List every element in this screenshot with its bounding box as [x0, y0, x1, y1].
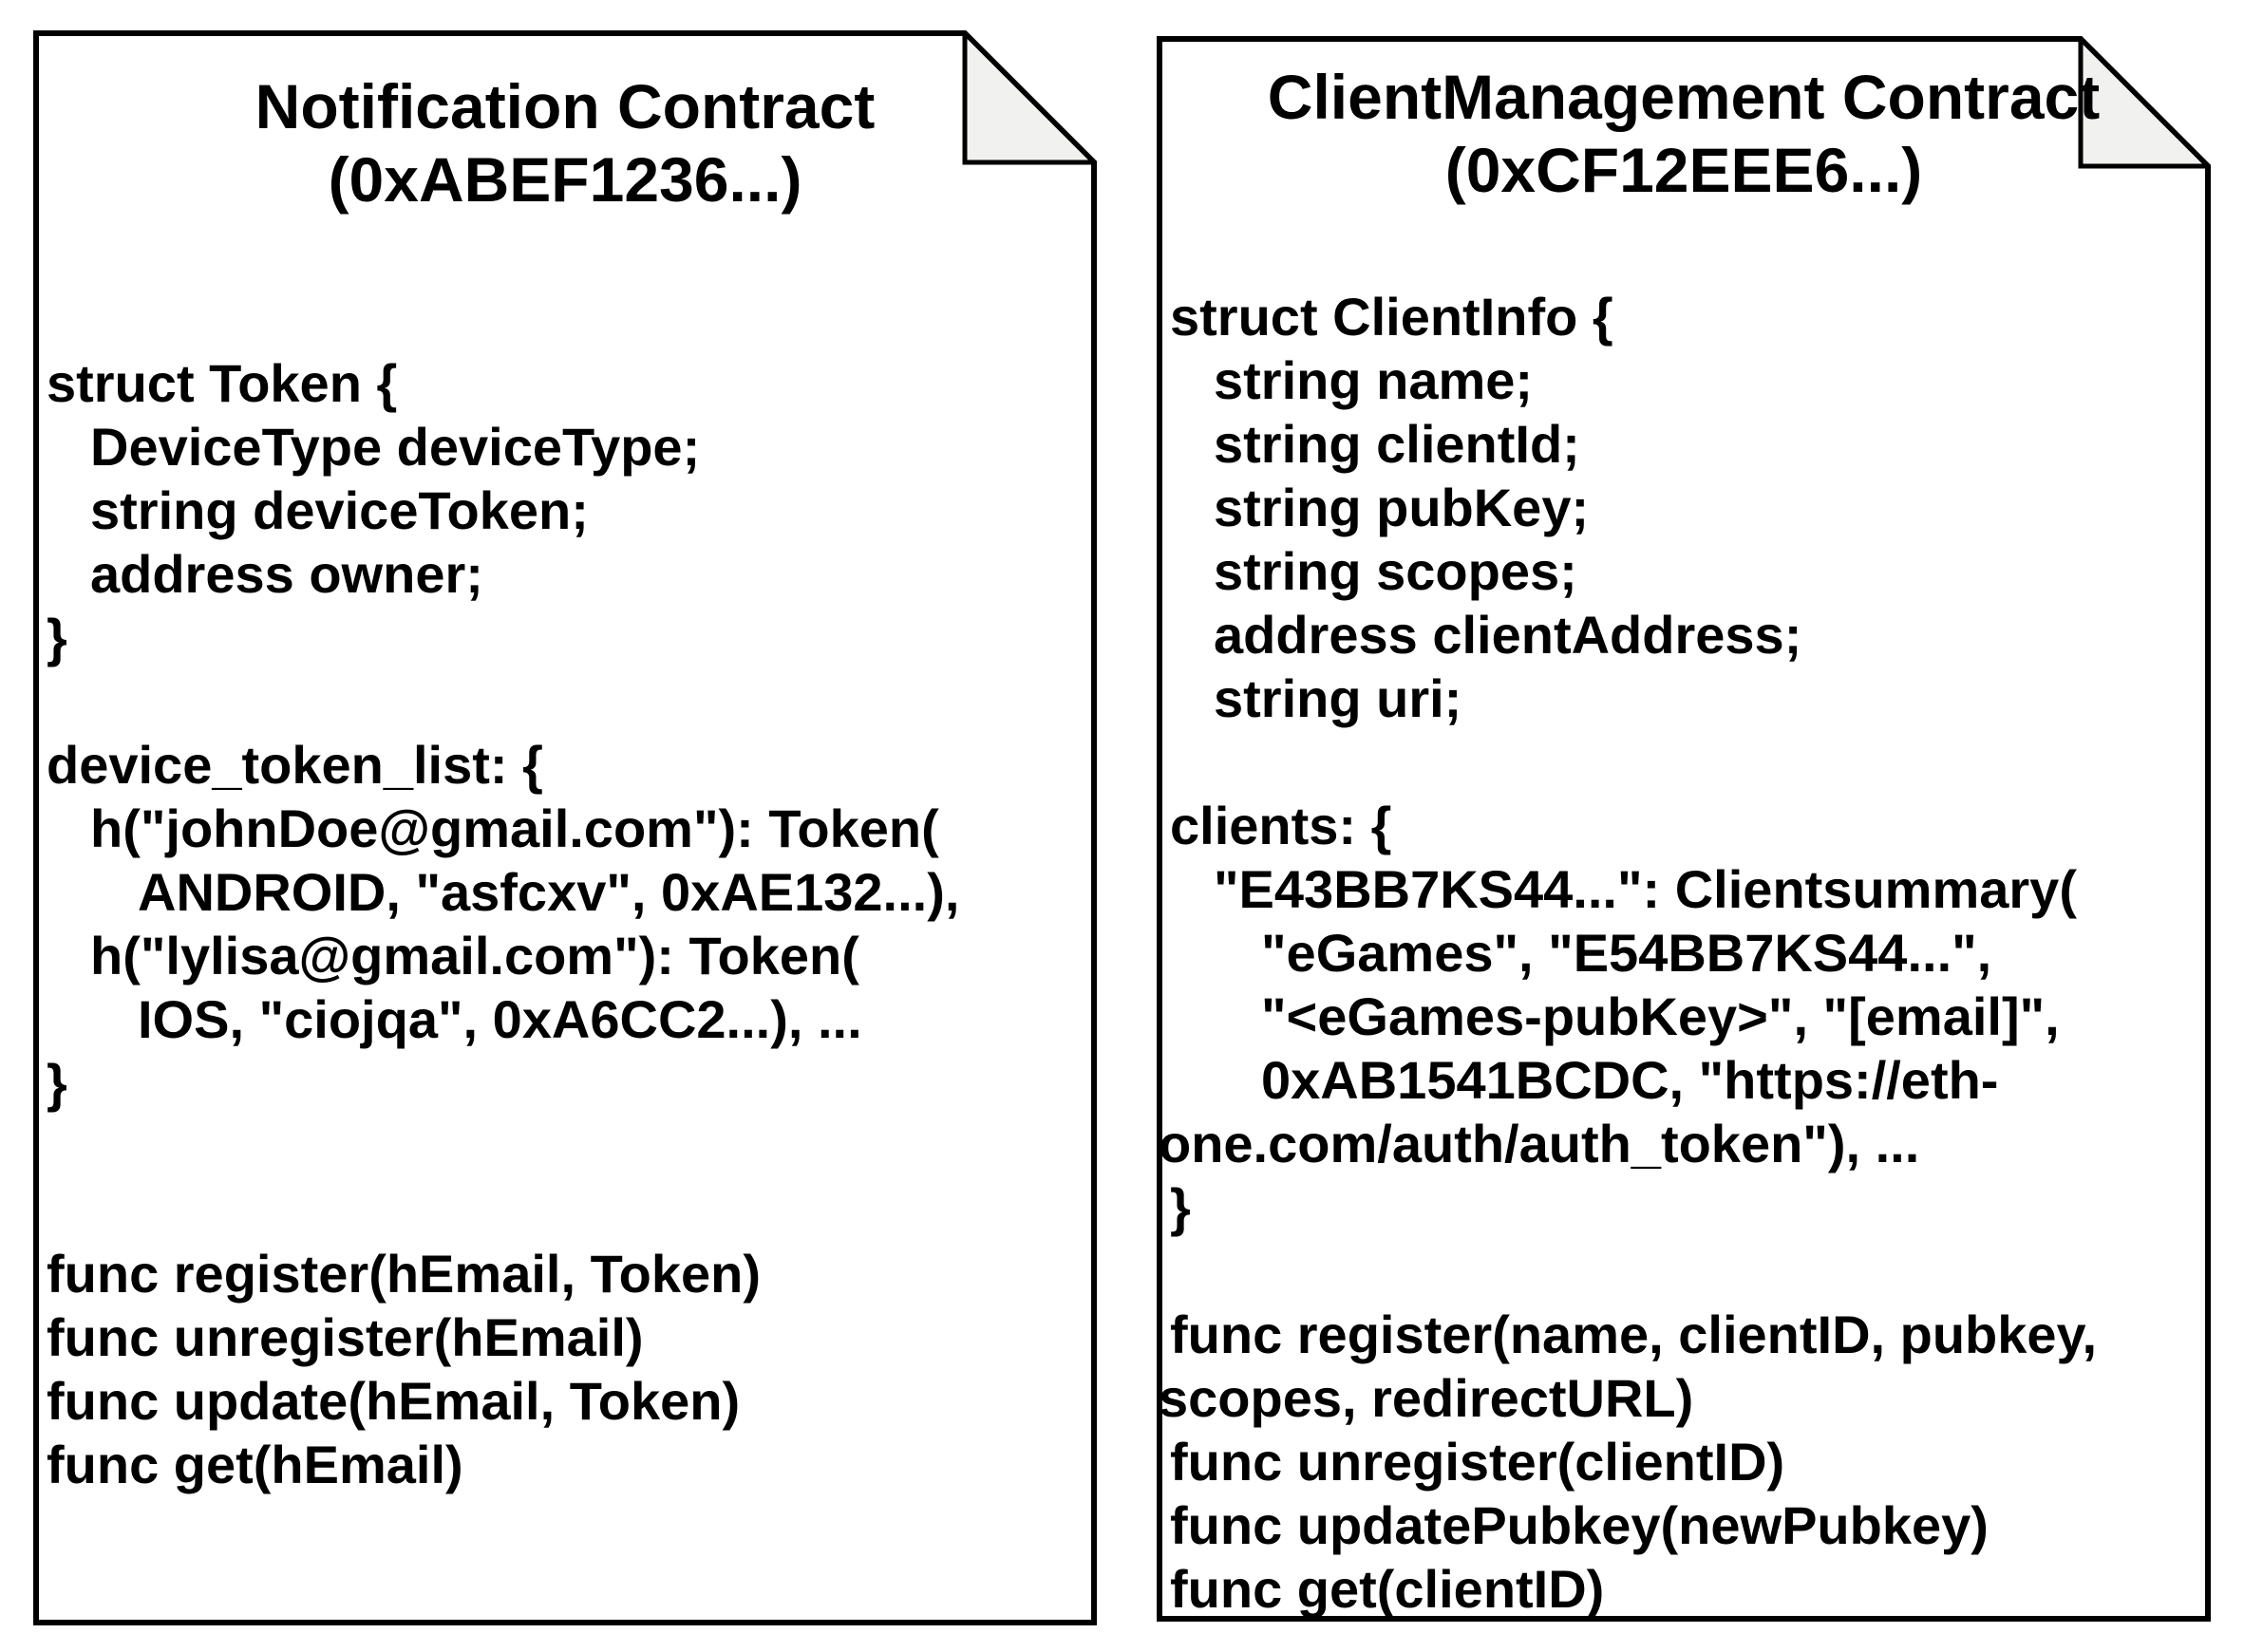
- code-line: 0xAB1541BCDC, "https://eth-: [1261, 1050, 1999, 1110]
- code-line: string pubKey;: [1214, 478, 1590, 537]
- document-outline: [1157, 36, 2211, 1622]
- code-line: func get(clientID): [1170, 1559, 1605, 1619]
- code-line: func updatePubkey(newPubkey): [1170, 1495, 1989, 1555]
- code-line: struct ClientInfo {: [1170, 287, 1613, 347]
- code-line: func register(name, clientID, pubkey,: [1170, 1305, 2098, 1364]
- document-code: struct ClientInfo {string name;string cl…: [1157, 285, 2211, 1621]
- document-title-line1: Notification Contract: [255, 71, 876, 141]
- document-title-line1: ClientManagement Contract: [1267, 62, 2101, 132]
- code-line: func get(hEmail): [47, 1435, 463, 1494]
- code-line: scopes, redirectURL): [1159, 1368, 1694, 1428]
- code-line: device_token_list: {: [47, 735, 543, 795]
- code-line: h("johnDoe@gmail.com"): Token(: [90, 798, 939, 858]
- document-title: Notification Contract (0xABEF1236...): [33, 70, 1097, 216]
- code-line: }: [1170, 1177, 1191, 1237]
- document-title: ClientManagement Contract (0xCF12EEE6...…: [1157, 61, 2211, 207]
- code-line: func register(hEmail, Token): [47, 1244, 761, 1304]
- code-line: string name;: [1214, 350, 1534, 410]
- document-outline: [33, 30, 1097, 1625]
- code-line: string deviceToken;: [90, 480, 589, 540]
- code-line: one.com/auth/auth_token"), ...: [1159, 1114, 1920, 1173]
- code-line: "<eGames-pubKey>", "[email]",: [1261, 986, 2060, 1046]
- code-line: struct Token {: [47, 353, 398, 413]
- code-line: func update(hEmail, Token): [47, 1371, 741, 1431]
- code-line: func unregister(hEmail): [47, 1307, 644, 1367]
- code-line: DeviceType deviceType;: [90, 417, 701, 477]
- code-line: [1157, 730, 2211, 794]
- code-line: ANDROID, "asfcxv", 0xAE132...),: [138, 862, 960, 922]
- code-line: h("lylisa@gmail.com"): Token(: [90, 926, 859, 986]
- code-line: }: [47, 1053, 67, 1113]
- code-line: string uri;: [1214, 668, 1462, 728]
- document-code: struct Token {DeviceType deviceType;stri…: [33, 351, 1097, 1496]
- code-line: string scopes;: [1214, 541, 1577, 601]
- document-title-line2: (0xCF12EEE6...): [1444, 135, 1923, 205]
- code-line: IOS, "ciojqa", 0xA6CC2...), ...: [138, 989, 862, 1049]
- folded-corner-icon: [962, 30, 1097, 165]
- code-line: "E43BB7KS44...": Clientsummary(: [1214, 859, 2077, 919]
- code-line: address clientAddress;: [1214, 605, 1802, 665]
- code-line: }: [47, 608, 67, 667]
- document-title-line2: (0xABEF1236...): [328, 144, 802, 215]
- folded-corner-icon: [2078, 36, 2211, 169]
- code-line: [33, 669, 1097, 733]
- code-line: [1157, 1239, 2211, 1303]
- code-line: [33, 1178, 1097, 1242]
- notification-contract-document: Notification Contract (0xABEF1236...) st…: [33, 30, 1097, 1625]
- code-line: string clientId;: [1214, 414, 1580, 474]
- code-line: address owner;: [90, 544, 483, 604]
- code-line: [33, 1115, 1097, 1178]
- document-page-shape: [33, 30, 1097, 1625]
- code-line: clients: {: [1170, 796, 1392, 855]
- document-page-shape: [1157, 36, 2211, 1622]
- code-line: func unregister(clientID): [1170, 1432, 1785, 1492]
- code-line: "eGames", "E54BB7KS44...",: [1261, 923, 1992, 983]
- clientmanagement-contract-document: ClientManagement Contract (0xCF12EEE6...…: [1157, 36, 2211, 1622]
